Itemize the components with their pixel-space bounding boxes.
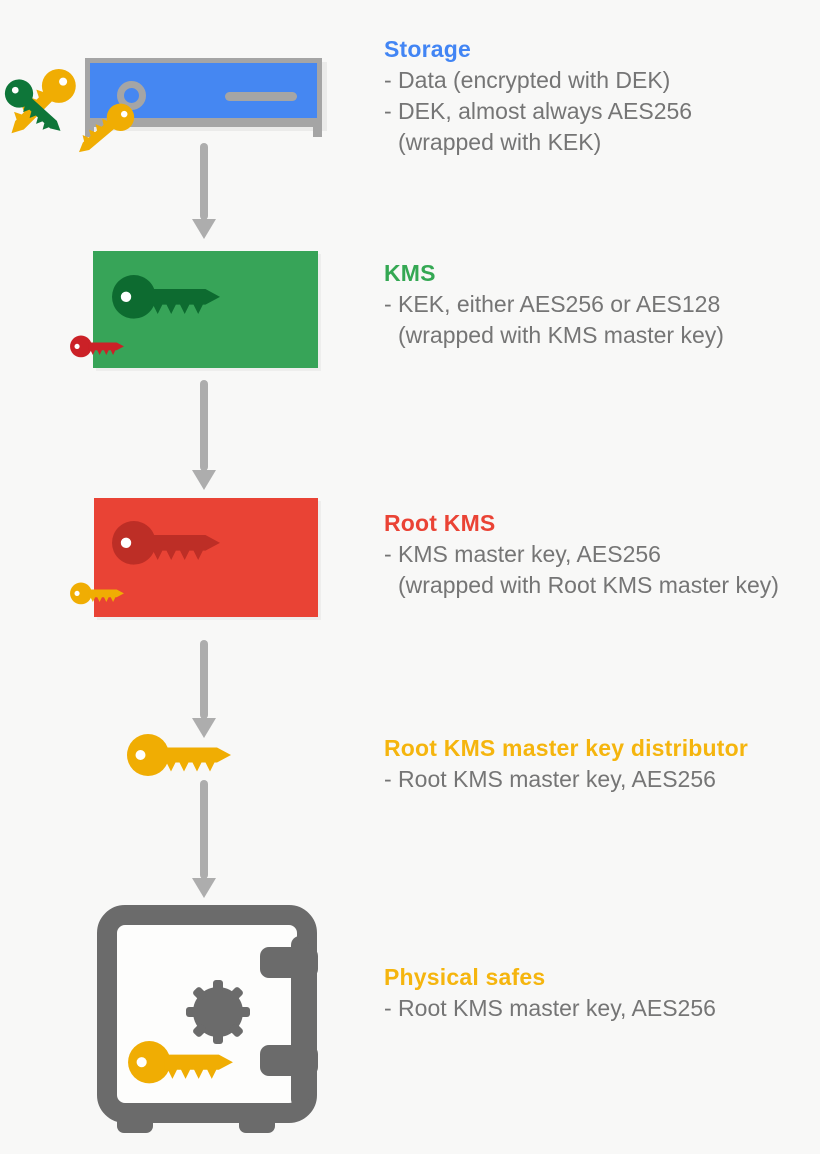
root-kms-section-text: Root KMS - KMS master key, AES256 (wrapp…: [384, 508, 814, 601]
distributor-title: Root KMS master key distributor: [384, 735, 749, 761]
root-kms-master-key-icon: [127, 734, 231, 776]
physical-safes-line: - Root KMS master key, AES256: [384, 995, 716, 1021]
safe-left-foot: [117, 1118, 153, 1133]
kms-line: - KEK, either AES256 or AES128: [384, 291, 721, 317]
yellow-key-icon: [70, 582, 124, 605]
safe-hinge: [260, 947, 318, 978]
down-arrow-icon: [192, 143, 216, 239]
hard-drive-right-foot: [313, 127, 322, 137]
drive-ring-icon: [117, 81, 146, 110]
storage-title: Storage: [384, 36, 472, 62]
physical-safes-title: Physical safes: [384, 964, 546, 990]
safe-dial-icon: [186, 980, 250, 1044]
down-arrow-icon: [192, 780, 216, 898]
kms-line: (wrapped with KMS master key): [398, 322, 724, 348]
kek-key-icon: [112, 275, 220, 319]
safe-right-foot: [239, 1118, 275, 1133]
kms-title: KMS: [384, 260, 436, 286]
physical-safes-section-text: Physical safes - Root KMS master key, AE…: [384, 962, 814, 1024]
kms-section-text: KMS - KEK, either AES256 or AES128 (wrap…: [384, 258, 814, 351]
root-kms-line: (wrapped with Root KMS master key): [398, 572, 779, 598]
root-kms-line: - KMS master key, AES256: [384, 541, 661, 567]
down-arrow-icon: [192, 380, 216, 490]
safe-hinge: [260, 1045, 318, 1076]
kms-master-key-icon: [112, 521, 220, 565]
root-kms-title: Root KMS: [384, 510, 496, 536]
drive-slot-icon: [225, 92, 297, 101]
storage-section-text: Storage - Data (encrypted with DEK) - DE…: [384, 34, 814, 158]
yellow-key-icon: [128, 1041, 233, 1084]
storage-line: (wrapped with KEK): [398, 129, 602, 155]
distributor-line: - Root KMS master key, AES256: [384, 766, 716, 792]
distributor-section-text: Root KMS master key distributor - Root K…: [384, 733, 814, 795]
storage-line: - Data (encrypted with DEK): [384, 67, 671, 93]
down-arrow-icon: [192, 640, 216, 738]
storage-line: - DEK, almost always AES256: [384, 98, 693, 124]
red-key-icon: [70, 335, 124, 358]
hard-drive-left-foot: [85, 127, 94, 137]
